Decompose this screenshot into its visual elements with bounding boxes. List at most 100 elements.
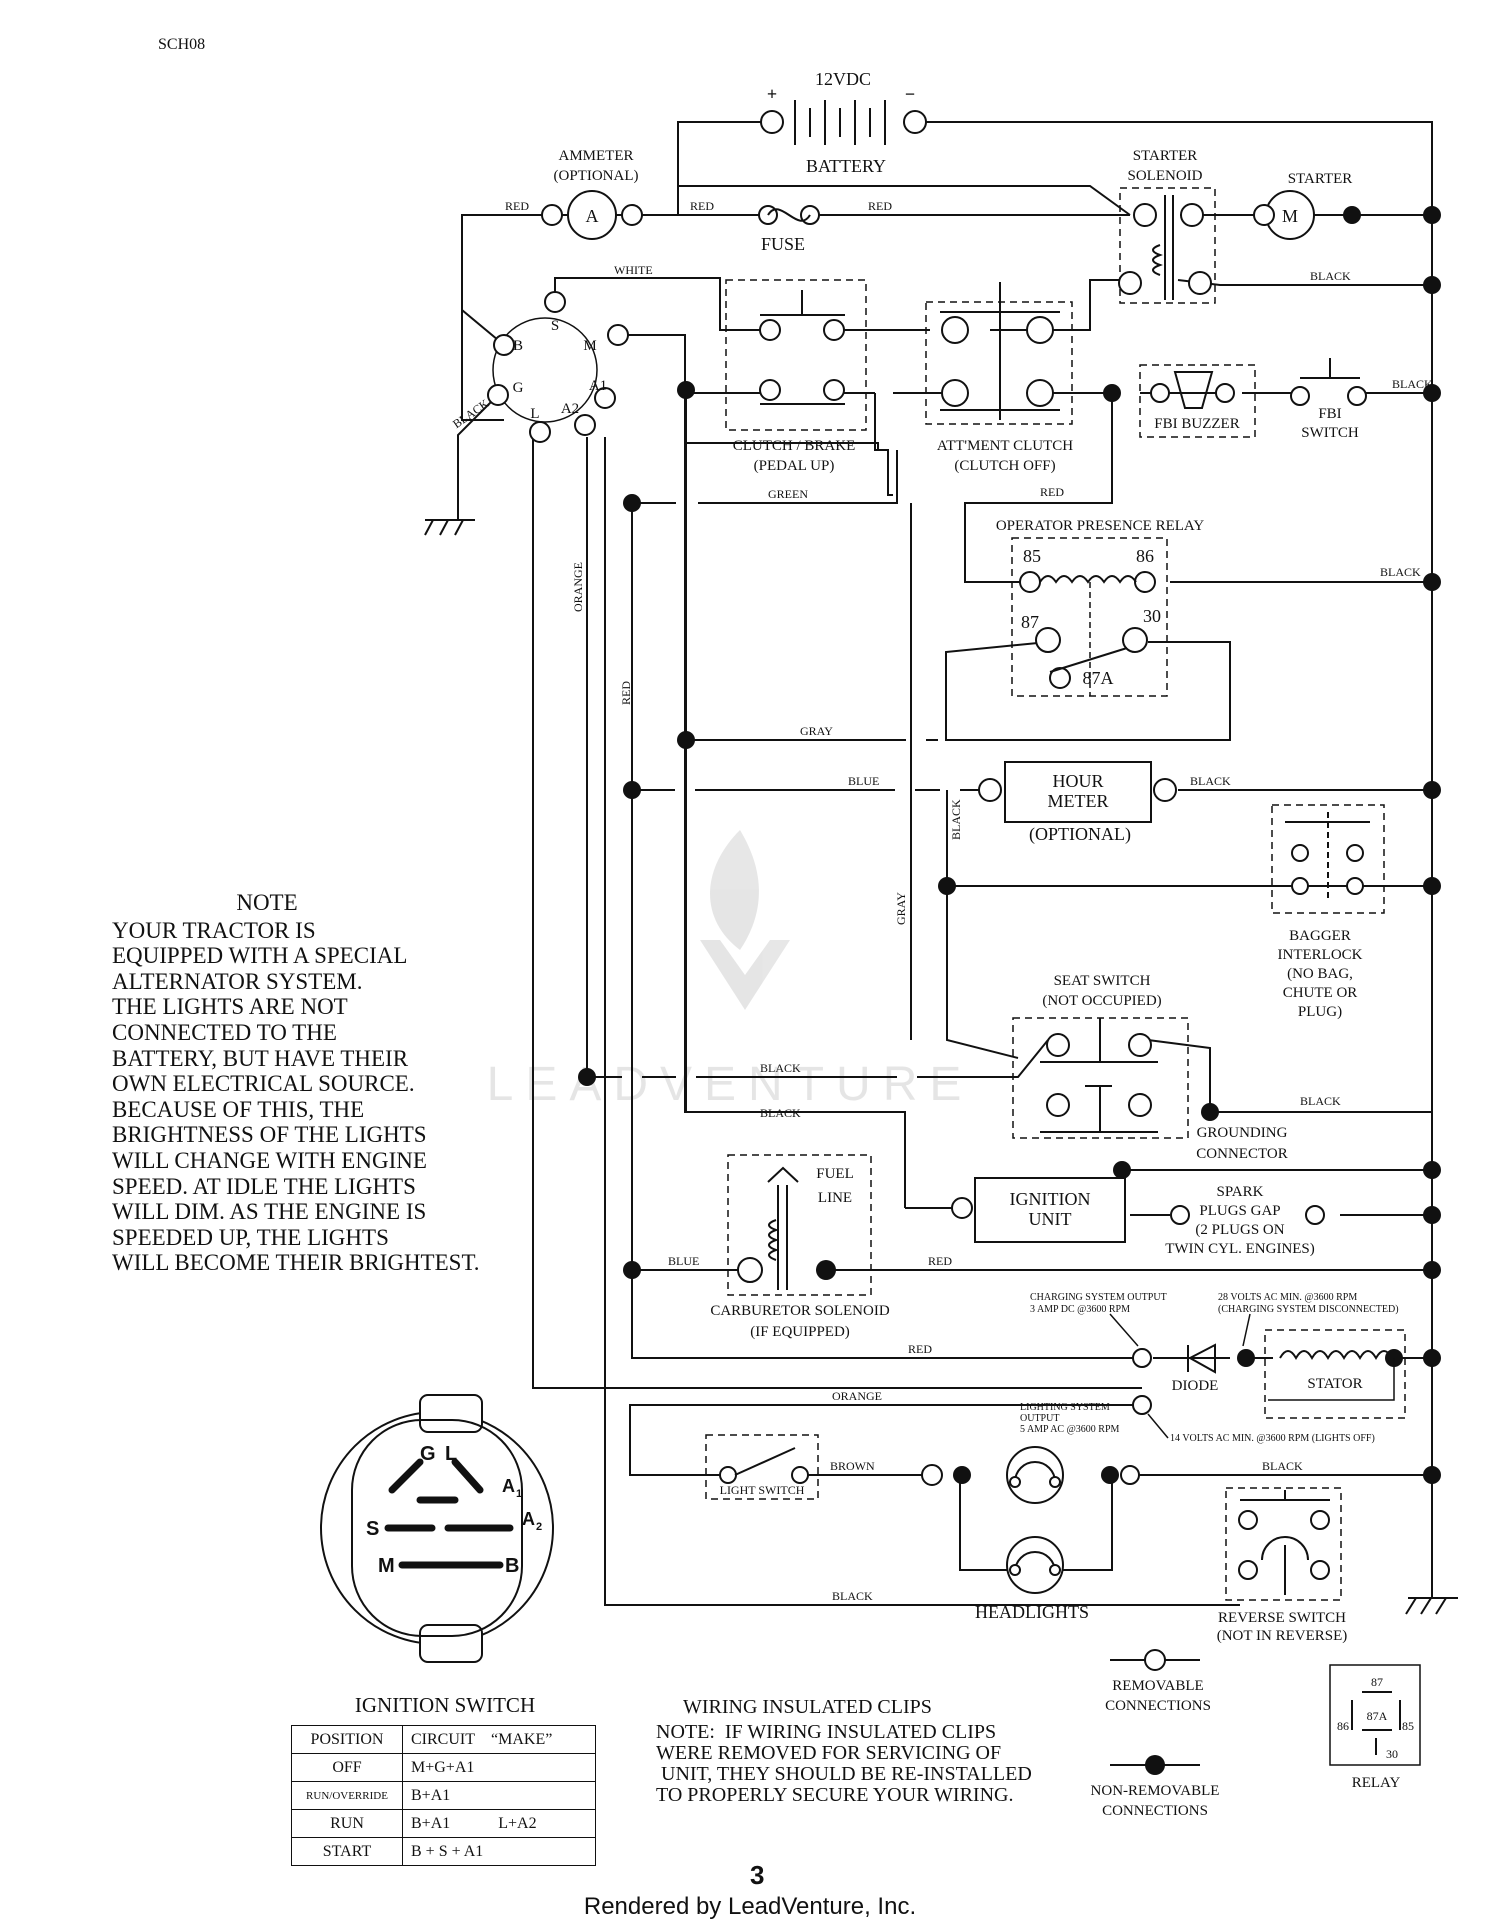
ignition-unit-label-1: IGNITION (1010, 1189, 1091, 1209)
legend: REMOVABLE CONNECTIONS NON-REMOVABLE CONN… (1091, 1649, 1421, 1819)
note-line: WILL DIM. AS THE ENGINE IS (112, 1199, 427, 1225)
starter-solenoid: STARTER SOLENOID (1118, 148, 1216, 304)
lighting-output-2: OUTPUT (1020, 1413, 1059, 1424)
bagger-label-1: BAGGER (1289, 928, 1351, 944)
hour-meter-optional: (OPTIONAL) (1029, 824, 1131, 845)
fbi-switch-label-1: FBI (1318, 406, 1341, 422)
watermark-text: LEADVENTURE (487, 1058, 974, 1111)
ign-m-label: M (378, 1555, 395, 1577)
ammeter: A AMMETER (OPTIONAL) (541, 148, 643, 240)
note-line: EQUIPPED WITH A SPECIAL (112, 943, 408, 969)
wires (457, 121, 1433, 1606)
ign-a2-label: A (522, 1509, 535, 1529)
wire-label-brown: BROWN (830, 1459, 875, 1473)
wire-label-black-5: BLACK (949, 799, 963, 840)
legend-relay-86: 86 (1337, 1719, 1349, 1733)
hour-meter-label-2: METER (1048, 791, 1109, 811)
note-line: BECAUSE OF THIS, THE (112, 1096, 365, 1122)
clips-line: WERE REMOVED FOR SERVICING OF (656, 1742, 1002, 1764)
seat-switch: SEAT SWITCH (NOT OCCUPIED) GROUNDING CON… (1012, 973, 1288, 1162)
clutch-brake-switch: CLUTCH / BRAKE (PEDAL UP) (725, 279, 867, 474)
legend-relay-87a: 87A (1367, 1709, 1388, 1723)
wire-label-gray-2: GRAY (894, 892, 908, 925)
relay-pin-30: 30 (1143, 606, 1161, 626)
wire-labels: RED RED RED WHITE BLACK BLACK BLACK GREE… (450, 199, 1433, 1603)
wire-label-black-8: BLACK (1300, 1094, 1341, 1108)
diode-label: DIODE (1172, 1378, 1219, 1394)
battery-minus-sign: − (905, 84, 915, 104)
ign-l-label: L (445, 1443, 457, 1465)
charging-system: DIODE STATOR CHARGING SYSTEM OUTPUT 3 AM… (1020, 1292, 1406, 1444)
terminal-l-label: L (530, 406, 539, 422)
wire-label-red-5: RED (619, 681, 633, 705)
seat-switch-label-1: SEAT SWITCH (1054, 973, 1151, 989)
wire-label-red-6: RED (928, 1254, 952, 1268)
battery-negative-terminal (903, 110, 927, 134)
carb-label-2: (IF EQUIPPED) (750, 1324, 850, 1340)
wire-label-black-4: BLACK (1190, 774, 1231, 788)
bagger-label-3: (NO BAG, (1287, 966, 1353, 982)
legend-removable-2: CONNECTIONS (1105, 1698, 1211, 1714)
ignition-switch-graphic: G L A 1 S A 2 M B (320, 1394, 554, 1663)
grounding-connector-label-2: CONNECTOR (1196, 1146, 1287, 1162)
terminal-g-label: G (513, 380, 524, 396)
wire-label-orange: ORANGE (571, 562, 585, 612)
ign-a1-sub: 1 (516, 1488, 522, 1500)
bagger-label-5: PLUG) (1298, 1004, 1342, 1020)
wire-label-green: GREEN (768, 487, 808, 501)
stator-note-2: (CHARGING SYSTEM DISCONNECTED) (1218, 1304, 1399, 1315)
note-line: WILL CHANGE WITH ENGINE (112, 1147, 427, 1173)
carb-label-1: CARBURETOR SOLENOID (710, 1303, 889, 1319)
junction-dots (578, 206, 1441, 1484)
clips-line: NOTE: IF WIRING INSULATED CLIPS (656, 1721, 997, 1743)
clips-line: TO PROPERLY SECURE YOUR WIRING. (656, 1784, 1014, 1806)
battery-label: BATTERY (806, 156, 886, 176)
page-number: 3 (750, 1860, 765, 1890)
wire-label-red-7: RED (908, 1342, 932, 1356)
note-line: BRIGHTNESS OF THE LIGHTS (112, 1122, 427, 1148)
relay-pin-85: 85 (1023, 546, 1041, 566)
position-cell: START (291, 1837, 403, 1866)
wire-label-black-6: BLACK (760, 1061, 801, 1075)
battery: + − 12VDC BATTERY (760, 69, 927, 176)
fbi-buzzer-label: FBI BUZZER (1154, 416, 1239, 432)
ignition-switch-terminals: S M B G L A2 A1 (424, 291, 629, 536)
clutch-brake-label-2: (PEDAL UP) (754, 458, 835, 474)
table-header-row: POSITION CIRCUIT “MAKE” (291, 1725, 596, 1754)
charging-output-2: 3 AMP DC @3600 RPM (1030, 1304, 1130, 1315)
header-circuit-make: CIRCUIT “MAKE” (402, 1725, 596, 1754)
battery-voltage: 12VDC (815, 69, 871, 89)
document-code: SCH08 (158, 36, 206, 53)
note-line: THE LIGHTS ARE NOT (112, 994, 348, 1020)
relay-pin-86: 86 (1136, 546, 1154, 566)
stator-label: STATOR (1307, 1376, 1362, 1392)
legend-relay-label: RELAY (1352, 1775, 1401, 1791)
header-position: POSITION (291, 1725, 403, 1754)
fuel-label-1: FUEL (816, 1166, 854, 1182)
relay-pin-87: 87 (1021, 612, 1039, 632)
wire-label-black-left: BLACK (450, 396, 492, 431)
wire-label-gray-1: GRAY (800, 724, 833, 738)
operator-presence-relay: OPERATOR PRESENCE RELAY 85 86 87 30 87A (996, 518, 1204, 697)
bagger-interlock: BAGGER INTERLOCK (NO BAG, CHUTE OR PLUG) (1271, 804, 1385, 1020)
wire-label-red-2: RED (690, 199, 714, 213)
ignition-unit: IGNITION UNIT (951, 1177, 1126, 1243)
spark-label-4: TWIN CYL. ENGINES) (1165, 1241, 1315, 1257)
light-switch-label: LIGHT SWITCH (720, 1483, 805, 1497)
lighting-output-1: LIGHTING SYSTEM (1020, 1402, 1110, 1413)
legend-relay-30: 30 (1386, 1747, 1398, 1761)
battery-plus-sign: + (767, 84, 777, 104)
spark-label-3: (2 PLUGS ON (1195, 1222, 1284, 1238)
ammeter-symbol: A (586, 206, 599, 226)
wire-label-black-10: BLACK (832, 1589, 873, 1603)
terminal-a1-label: A1 (589, 378, 607, 394)
note-line: SPEED. AT IDLE THE LIGHTS (112, 1173, 416, 1199)
wire-label-black-3: BLACK (1380, 565, 1421, 579)
wire-label-black-9: BLACK (1262, 1459, 1303, 1473)
terminal-b-label: B (513, 338, 523, 354)
attachment-clutch-label-2: (CLUTCH OFF) (954, 458, 1055, 474)
